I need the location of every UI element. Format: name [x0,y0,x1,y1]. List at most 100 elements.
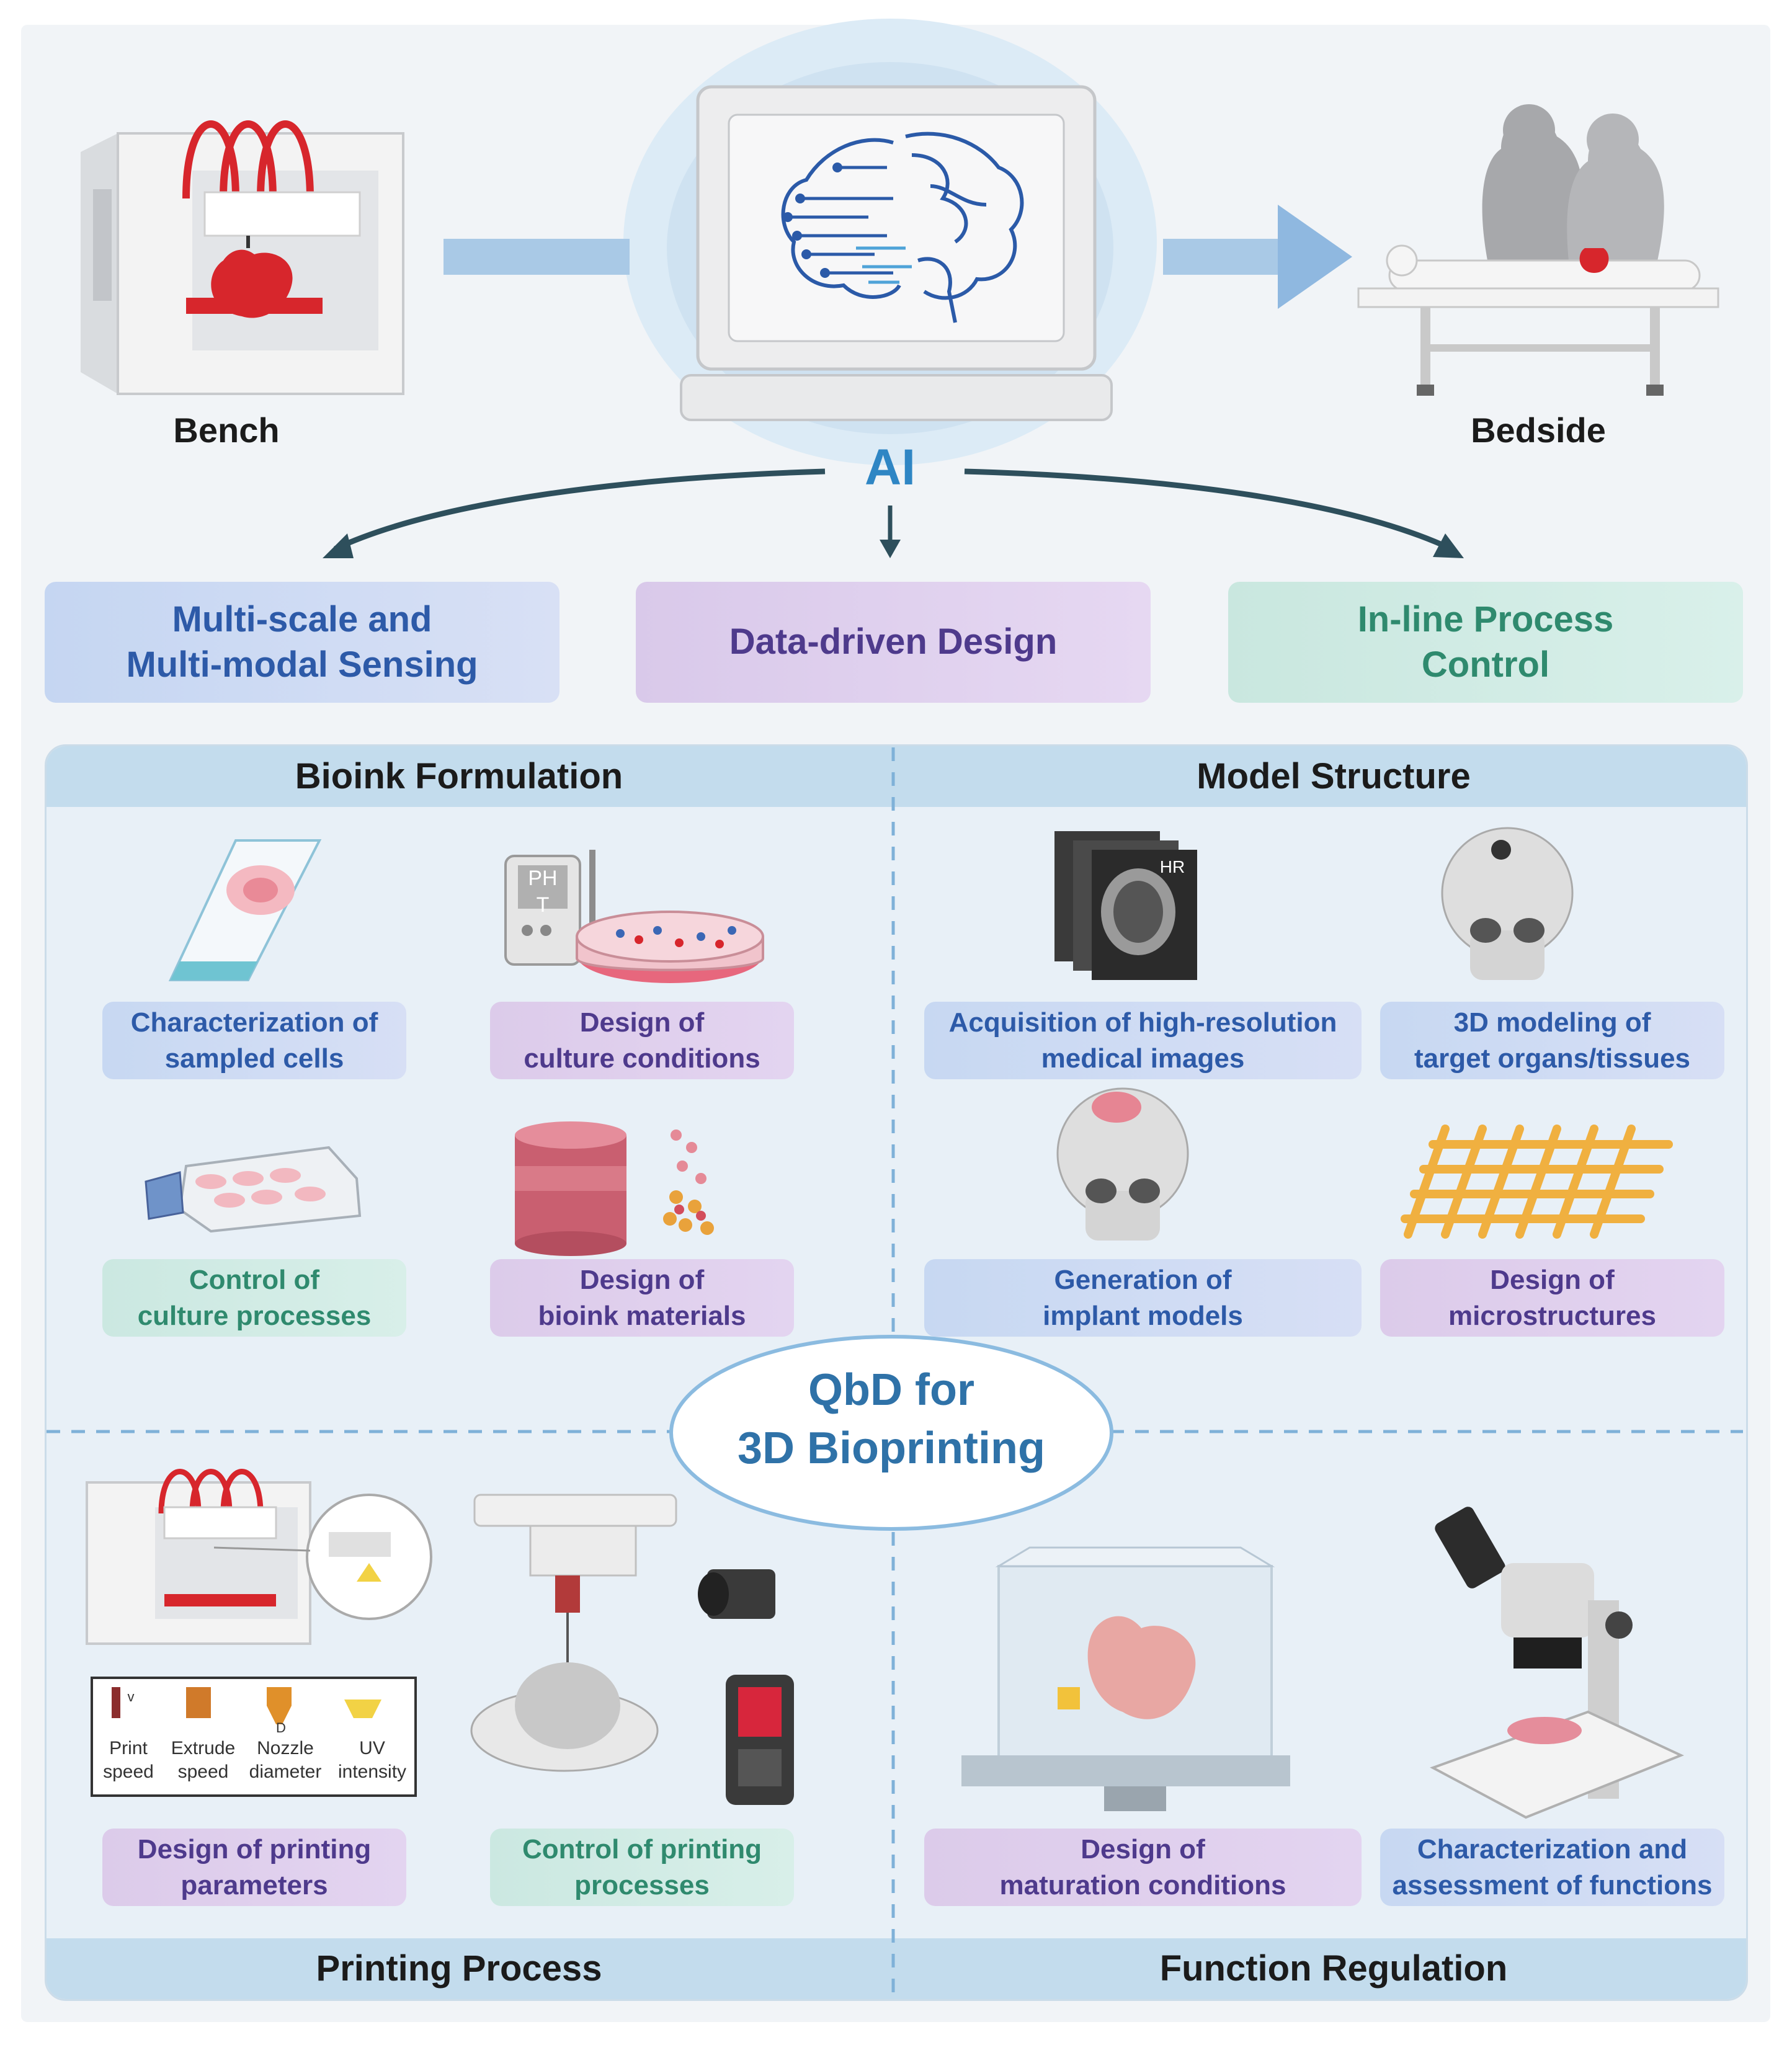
section-title-bioink: Bioink Formulation [295,756,623,796]
acq-images-2: medical images [1041,1043,1245,1074]
control-box: In-line Process Control [1228,582,1743,703]
label-characterization-functions: Characterization and assessment of funct… [1380,1829,1724,1906]
control-line-2: Control [1421,644,1550,685]
param-extrude-speed-1: Extrude [171,1738,236,1758]
control-culture-2: culture processes [137,1300,372,1331]
label-characterization-cells: Characterization of sampled cells [102,1002,406,1079]
control-print-1: Control of printing [522,1834,762,1865]
char-cells-2: sampled cells [164,1043,344,1074]
nozzle-d-tag: D [276,1720,286,1735]
label-control-printing: Control of printing processes [490,1829,794,1906]
section-title-printing: Printing Process [316,1948,602,1989]
microstructure-grid-icon [1401,1125,1673,1239]
param-uv-intensity-1: UV [359,1738,385,1758]
param-extrude-speed: Extrude speed [164,1737,242,1783]
char-cells-1: Characterization of [130,1007,378,1038]
ph-line-2: T [536,893,550,917]
microstructures-1: Design of [1490,1265,1615,1296]
param-nozzle-diameter: Nozzle diameter [242,1737,329,1783]
bioink-materials-1: Design of [579,1265,705,1296]
sensing-line-2: Multi-modal Sensing [126,644,478,685]
label-microstructures: Design of microstructures [1380,1259,1724,1337]
nozzle-v-tag: v [127,1689,135,1704]
print-params-2: parameters [181,1869,328,1900]
bench-to-ai-bar [444,239,630,275]
section-title-function: Function Regulation [1159,1948,1508,1989]
xray-hr-tag: HR [1159,857,1185,876]
culture-cond-1: Design of [579,1007,705,1038]
design-line: Data-driven Design [729,622,1058,662]
ph-meter-text: PH T [521,865,564,918]
modeling-1: 3D modeling of [1453,1007,1651,1038]
bench-label: Bench [173,411,280,450]
top-illustration [81,19,1719,558]
label-control-culture: Control of culture processes [102,1259,406,1337]
panel-footer-bar [47,1938,1746,1999]
bioink-materials-2: bioink materials [538,1300,746,1331]
ai-arrow-right [964,468,1453,552]
skull-model-icon [1441,827,1574,980]
microstructures-2: microstructures [1448,1300,1656,1331]
param-nozzle-diameter-2: diameter [249,1761,322,1782]
sensing-line-1: Multi-scale and [172,599,432,639]
param-extrude-speed-2: speed [177,1761,229,1782]
control-culture-1: Control of [189,1265,320,1296]
label-maturation-conditions: Design of maturation conditions [924,1829,1362,1906]
modeling-2: target organs/tissues [1414,1043,1691,1074]
ph-meter-dish-icon [504,850,764,983]
sensing-box: Multi-scale and Multi-modal Sensing [45,582,559,703]
label-culture-conditions: Design of culture conditions [490,1002,794,1079]
label-3d-modeling: 3D modeling of target organs/tissues [1380,1002,1724,1079]
print-head-icon [470,1494,794,1805]
control-line-1: In-line Process [1357,599,1614,639]
laptop-illustration [680,85,1113,421]
bench-printer-illustration [81,120,404,395]
print-params-1: Design of printing [137,1834,372,1865]
param-print-speed-2: speed [103,1761,154,1782]
xray-stack-icon [1054,831,1197,980]
implant-2: implant models [1043,1300,1243,1331]
print-parameter-box [91,1677,417,1797]
bioreactor-icon [961,1546,1290,1811]
qbd-ellipse [669,1335,1113,1531]
control-print-2: processes [574,1869,710,1900]
bioink-cylinder-icon [515,1121,714,1256]
section-title-model: Model Structure [1197,756,1471,796]
ai-to-bedside-bar [1163,239,1287,275]
char-functions-2: assessment of functions [1392,1869,1713,1900]
maturation-1: Design of [1081,1834,1205,1865]
slide-icon [168,839,322,981]
qbd-title: QbD for 3D Bioprinting [674,1361,1108,1477]
param-nozzle-diameter-1: Nozzle [257,1738,314,1758]
acq-images-1: Acquisition of high-resolution [948,1007,1337,1038]
label-acquisition-images: Acquisition of high-resolution medical i… [924,1002,1362,1079]
ai-arrow-left [334,468,826,552]
char-functions-1: Characterization and [1417,1834,1688,1865]
param-print-speed-1: Print [109,1738,148,1758]
microscope-icon [1430,1507,1685,1819]
culture-flask-icon [145,1146,362,1233]
label-printing-parameters: Design of printing parameters [102,1829,406,1906]
maturation-2: maturation conditions [999,1869,1286,1900]
qbd-line-2: 3D Bioprinting [738,1423,1045,1473]
qbd-line-1: QbD for [808,1365,974,1415]
ai-label: AI [865,439,916,496]
param-uv-intensity-2: intensity [337,1761,407,1782]
panel-header-bar [47,746,1746,807]
implant-1: Generation of [1054,1265,1232,1296]
skull-implant-icon [1056,1087,1189,1241]
ai-to-bedside-arrowhead [1278,205,1352,309]
param-print-speed: Print speed [94,1737,163,1783]
design-box: Data-driven Design [636,582,1151,703]
label-implant-models: Generation of implant models [924,1259,1362,1337]
bedside-label: Bedside [1471,411,1606,450]
ph-line-1: PH [528,867,558,890]
label-bioink-materials: Design of bioink materials [490,1259,794,1337]
culture-cond-2: culture conditions [524,1043,760,1074]
param-uv-intensity: UV intensity [329,1737,416,1783]
small-printer-icon [86,1469,432,1645]
bedside-illustration [1357,104,1719,396]
